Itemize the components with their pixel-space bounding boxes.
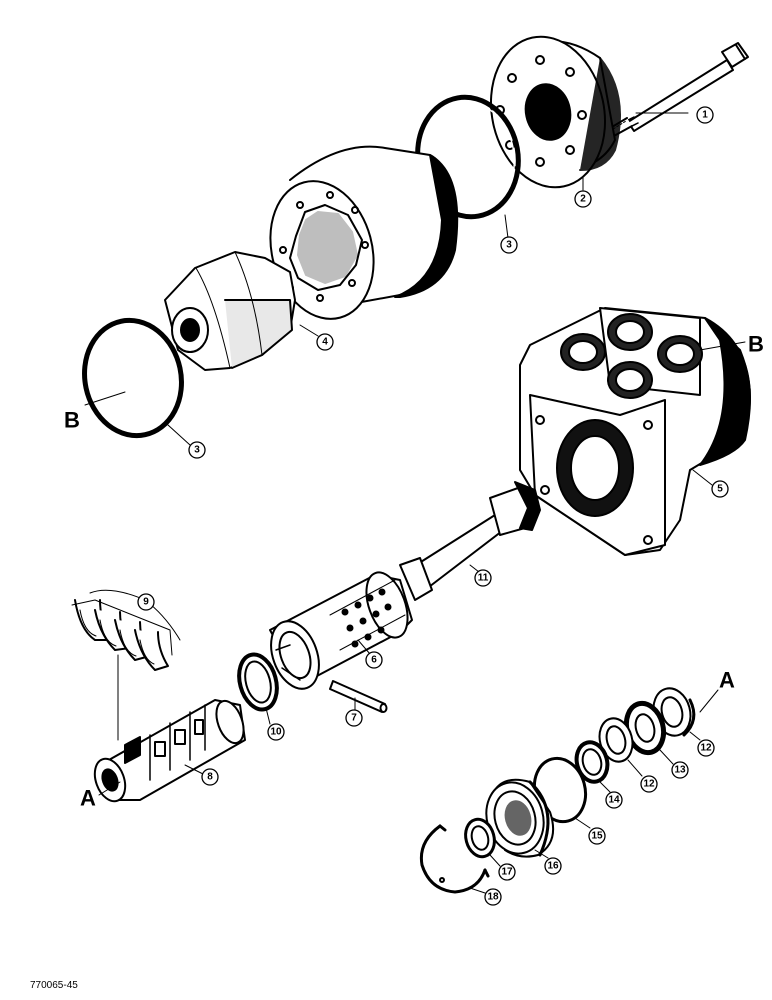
callout-label-5: 5 xyxy=(717,484,723,495)
callout-bubble-10 xyxy=(267,723,285,741)
callout-label-16: 16 xyxy=(547,861,559,872)
centering-springs-part xyxy=(71,589,181,671)
callout-bubble-17 xyxy=(498,863,516,881)
figure-code: 770065-45 xyxy=(30,980,78,991)
retaining-ring-part xyxy=(419,824,490,894)
housing-part xyxy=(519,307,751,556)
callout-label-13: 13 xyxy=(674,765,686,776)
callout-label-11: 11 xyxy=(478,573,489,584)
callout-bubble-9 xyxy=(137,593,155,611)
bolt-part xyxy=(606,42,749,138)
sleeve-part xyxy=(269,571,413,690)
callout-bubble-5 xyxy=(711,480,729,498)
callout-bubble-12a xyxy=(697,739,715,757)
callout-label-3b: 3 xyxy=(194,445,200,456)
callout-label-15: 15 xyxy=(591,831,603,842)
callout-label-12b: 12 xyxy=(643,779,655,790)
callout-bubble-12b xyxy=(640,775,658,793)
callout-bubble-4 xyxy=(316,333,334,351)
seal-gland-bushing-part xyxy=(485,778,554,858)
callout-bubble-11 xyxy=(474,569,492,587)
callout-label-12a: 12 xyxy=(700,743,712,754)
dust-seal-part xyxy=(464,817,496,859)
callout-bubble-2 xyxy=(574,190,592,208)
callout-label-8: 8 xyxy=(207,772,213,783)
section-letter-b-right: B xyxy=(748,332,764,357)
ring-part xyxy=(237,652,279,712)
callout-label-18: 18 xyxy=(487,892,499,903)
gerotor-set-part xyxy=(164,145,459,371)
callout-bubble-1 xyxy=(696,106,714,124)
thrust-bearing-part xyxy=(623,700,667,756)
section-letter-b-left: B xyxy=(64,408,80,433)
callout-label-4: 4 xyxy=(322,337,328,348)
drive-part xyxy=(399,481,541,601)
bearing-race-inner-part xyxy=(598,717,634,763)
callout-label-3a: 3 xyxy=(506,240,512,251)
callout-label-17: 17 xyxy=(501,867,513,878)
callout-bubble-13 xyxy=(671,761,689,779)
callout-bubble-15 xyxy=(588,827,606,845)
spool-part xyxy=(93,699,246,803)
section-letter-a-left: A xyxy=(80,786,96,811)
section-letter-a-right: A xyxy=(719,668,735,693)
callout-bubble-18 xyxy=(484,888,502,906)
callout-bubble-8 xyxy=(201,768,219,786)
callout-label-9: 9 xyxy=(143,597,149,608)
callout-bubble-3a xyxy=(500,236,518,254)
callout-label-6: 6 xyxy=(371,655,377,666)
callout-bubble-7 xyxy=(345,709,363,727)
callout-label-10: 10 xyxy=(270,727,282,738)
callout-bubble-16 xyxy=(544,857,562,875)
callout-label-1: 1 xyxy=(702,110,708,121)
callout-bubble-3b xyxy=(188,441,206,459)
seal-part xyxy=(574,740,610,784)
callout-label-7: 7 xyxy=(351,713,357,724)
callout-label-14: 14 xyxy=(608,795,620,806)
callout-bubble-14 xyxy=(605,791,623,809)
callout-bubble-6 xyxy=(365,651,383,669)
seal-ring-lower-part xyxy=(82,317,184,439)
callout-label-2: 2 xyxy=(580,194,586,205)
pin-part xyxy=(329,680,388,713)
